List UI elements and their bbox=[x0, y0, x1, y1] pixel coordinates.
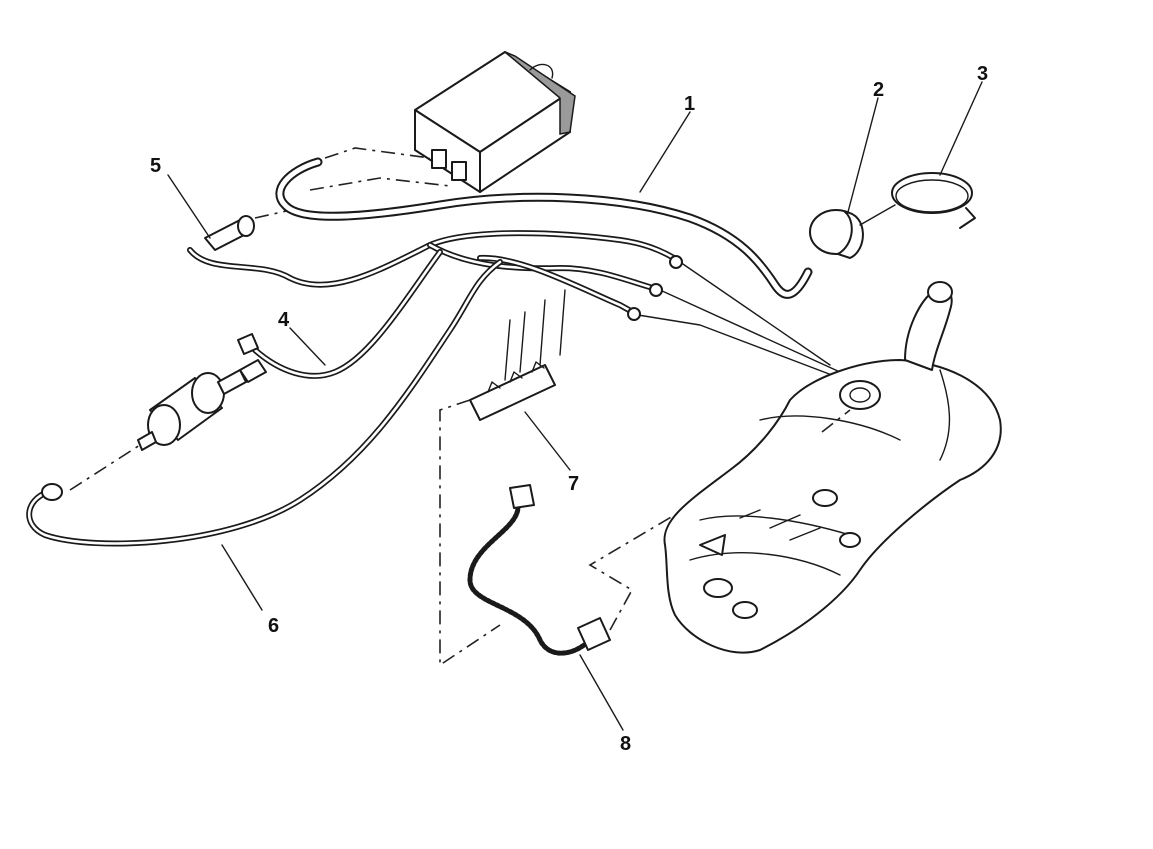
leader-lines bbox=[167, 81, 983, 731]
vapor-hose bbox=[275, 157, 813, 299]
callout-2: 2 bbox=[873, 79, 884, 101]
fuel-line-clip bbox=[469, 289, 566, 421]
fuel-line-6 bbox=[26, 259, 503, 547]
callout-5: 5 bbox=[150, 155, 161, 177]
fuel-filter bbox=[137, 333, 267, 451]
callout-1: 1 bbox=[684, 93, 695, 115]
fuel-pump-harness bbox=[467, 484, 611, 656]
hose-connector-5 bbox=[204, 215, 255, 251]
fuel-line-4 bbox=[252, 249, 443, 379]
callout-4: 4 bbox=[278, 309, 290, 331]
fuel-pipe-assembly bbox=[187, 230, 683, 318]
callout-8: 8 bbox=[620, 733, 631, 755]
fuel-tank bbox=[663, 281, 1002, 654]
evap-canister bbox=[414, 51, 576, 193]
callout-6: 6 bbox=[268, 615, 279, 637]
filler-neck-seal-ring bbox=[891, 172, 976, 229]
callout-3: 3 bbox=[977, 63, 988, 85]
callout-7: 7 bbox=[568, 473, 579, 495]
fuel-filler-cap bbox=[809, 209, 864, 259]
